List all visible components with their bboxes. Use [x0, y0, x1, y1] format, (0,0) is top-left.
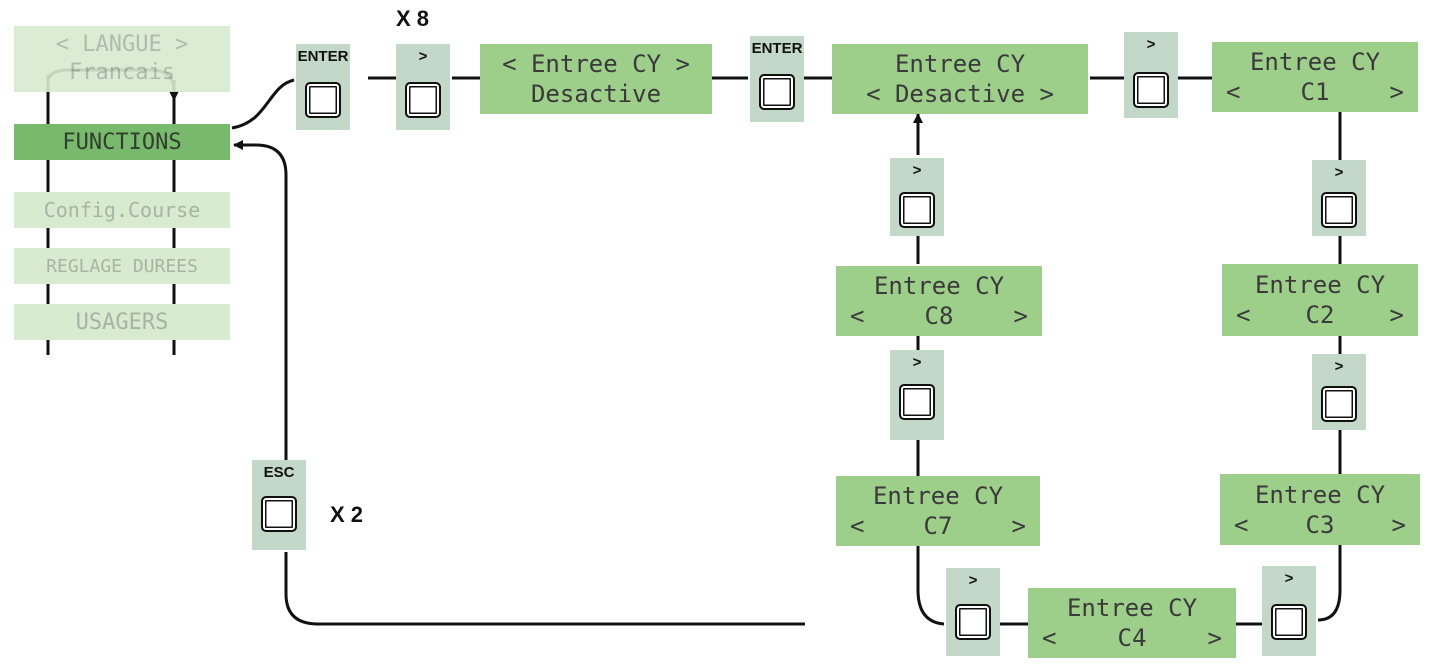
multiplier-x2: X 2: [330, 502, 364, 527]
display-c1-title: Entree CY: [1249, 48, 1381, 76]
display-c8-title: Entree CY: [873, 272, 1005, 300]
next-button-right-1-label: >: [1334, 164, 1344, 181]
display-c1: Entree CY < C1 >: [1212, 42, 1418, 112]
display-c4-title: Entree CY: [1066, 594, 1198, 622]
next-button-bottom-2-label: >: [1284, 570, 1294, 587]
display-entree-value: Entree CY < Desactive >: [832, 44, 1088, 114]
next-button-right-1[interactable]: >: [1312, 160, 1366, 236]
enter-button-1[interactable]: ENTER: [296, 44, 350, 130]
display-c1-value: C1: [1300, 78, 1330, 106]
menu-langue[interactable]: < LANGUE > Francais: [14, 26, 230, 92]
next-button-1[interactable]: >: [396, 44, 450, 130]
display-c1-left-arrow: <: [1226, 78, 1241, 106]
menu-usagers[interactable]: USAGERS: [14, 304, 230, 340]
next-key-icon: [899, 384, 935, 420]
display-c8: Entree CY < C8 >: [836, 266, 1042, 336]
next-key-icon: [1321, 386, 1357, 422]
display-entree-select-line1: < Entree CY >: [502, 50, 690, 78]
next-button-right-2-label: >: [1334, 358, 1344, 375]
menu-config-course[interactable]: Config.Course: [14, 192, 230, 228]
multiplier-x8: X 8: [396, 6, 430, 31]
next-key-icon: [899, 192, 935, 228]
next-key-icon: [405, 82, 441, 118]
enter-key-icon: [305, 82, 341, 118]
display-entree-value-line2: < Desactive >: [866, 80, 1054, 108]
next-button-bottom-2[interactable]: >: [1262, 566, 1316, 656]
display-c2-value: C2: [1305, 301, 1335, 329]
esc-return-arrow: [233, 140, 288, 462]
menu-langue-title: < LANGUE >: [55, 32, 189, 57]
display-c2: Entree CY < C2 >: [1222, 264, 1418, 336]
display-c3: Entree CY < C3 >: [1220, 474, 1420, 545]
display-c3-right-arrow: >: [1391, 510, 1406, 539]
esc-key-icon: [261, 496, 297, 532]
display-c3-left-arrow: <: [1234, 510, 1249, 539]
menu-functions[interactable]: FUNCTIONS: [14, 124, 230, 160]
display-c2-title: Entree CY: [1254, 271, 1386, 299]
next-button-2-label: >: [1146, 36, 1156, 53]
enter-button-2-label: ENTER: [751, 40, 803, 57]
display-c4: Entree CY < C4 >: [1028, 588, 1236, 658]
display-c7: Entree CY < C7 >: [836, 476, 1040, 546]
display-entree-select-line2: Desactive: [530, 80, 662, 108]
next-key-icon: [1321, 192, 1357, 228]
next-button-1-label: >: [418, 48, 428, 65]
display-c4-right-arrow: >: [1207, 624, 1222, 652]
display-c4-left-arrow: <: [1042, 624, 1057, 652]
next-key-icon: [955, 604, 991, 640]
display-c7-right-arrow: >: [1011, 512, 1026, 540]
next-button-bottom-1[interactable]: >: [946, 568, 1000, 656]
next-button-left-2-label: >: [912, 354, 922, 371]
display-c7-left-arrow: <: [850, 512, 865, 540]
next-button-left-1[interactable]: >: [890, 158, 944, 236]
display-c8-right-arrow: >: [1013, 302, 1028, 330]
enter-key-icon: [759, 74, 795, 110]
display-entree-select: < Entree CY > Desactive: [480, 44, 712, 114]
display-c2-right-arrow: >: [1389, 301, 1404, 329]
next-button-bottom-1-label: >: [968, 572, 978, 589]
link-functions-enter: [231, 78, 295, 130]
next-button-2[interactable]: >: [1124, 32, 1178, 118]
next-key-icon: [1271, 604, 1307, 640]
display-c7-title: Entree CY: [872, 482, 1004, 510]
enter-button-2[interactable]: ENTER: [750, 36, 804, 122]
display-c8-left-arrow: <: [850, 302, 865, 330]
display-c1-right-arrow: >: [1389, 78, 1404, 106]
enter-button-1-label: ENTER: [297, 48, 349, 65]
esc-button-label: ESC: [263, 464, 295, 481]
next-button-left-2[interactable]: >: [890, 350, 944, 440]
display-entree-value-line1: Entree CY: [894, 50, 1026, 78]
display-c3-title: Entree CY: [1254, 480, 1386, 509]
display-c2-left-arrow: <: [1236, 301, 1251, 329]
next-button-left-1-label: >: [912, 162, 922, 179]
display-c7-value: C7: [923, 512, 953, 540]
menu-reglage-durees[interactable]: REGLAGE DUREES: [14, 248, 230, 284]
next-button-right-2[interactable]: >: [1312, 354, 1366, 430]
display-c3-value: C3: [1305, 510, 1335, 539]
display-c4-value: C4: [1117, 624, 1147, 652]
display-c8-value: C8: [924, 302, 954, 330]
next-key-icon: [1133, 72, 1169, 108]
menu-langue-value: Francais: [69, 60, 175, 85]
esc-button[interactable]: ESC: [252, 460, 306, 550]
